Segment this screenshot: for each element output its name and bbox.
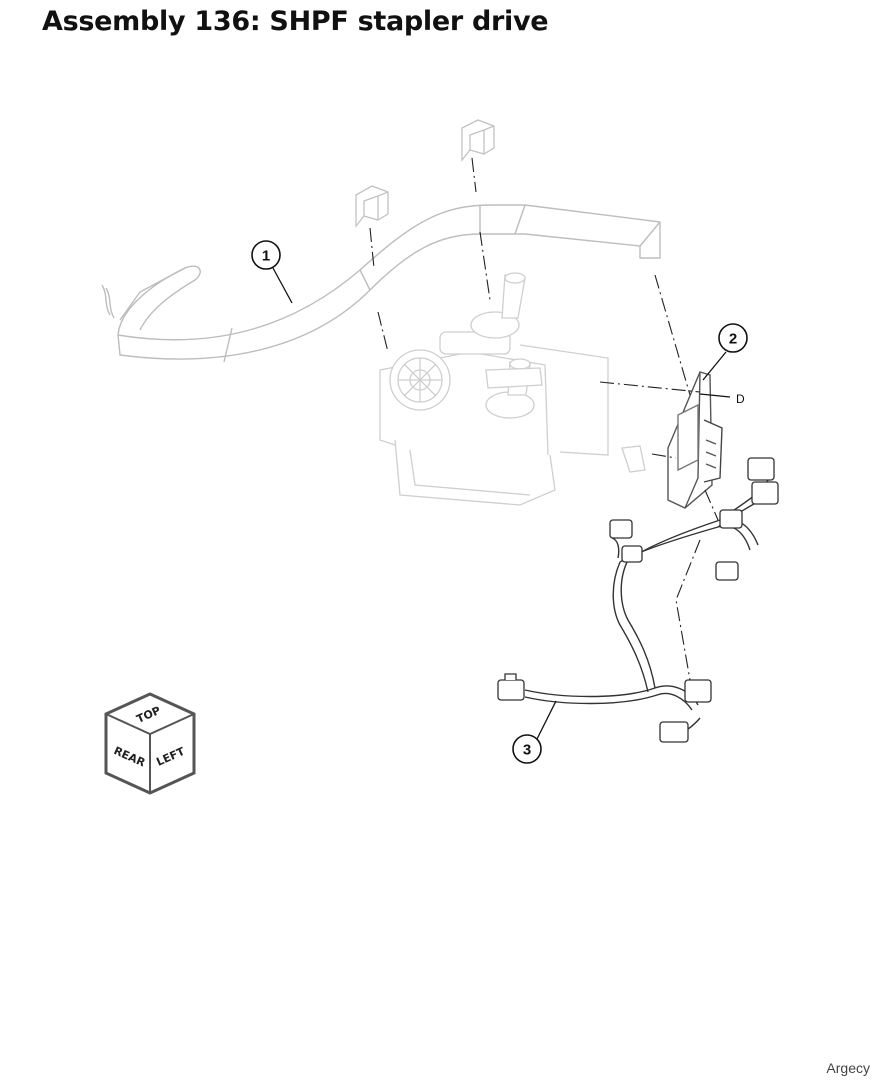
callout-3-number: 3 — [523, 742, 531, 759]
callout-leader-lines — [272, 267, 731, 740]
page-title: Assembly 136: SHPF stapler drive — [42, 6, 549, 37]
callout-3: 3 — [512, 734, 542, 764]
reference-label-d: D — [736, 392, 745, 406]
wire-harness-connectors — [497, 457, 779, 743]
cable-clip-2 — [355, 185, 389, 228]
callout-2: 2 — [718, 323, 748, 353]
callout-1: 1 — [251, 240, 281, 270]
sensor-board-part — [667, 371, 723, 509]
orientation-cube-icon: TOP REAR LEFT — [104, 692, 196, 795]
watermark: Argecy — [826, 1060, 870, 1076]
cable-clip-1 — [461, 119, 495, 162]
assembly-guide-lines — [369, 157, 719, 681]
callout-1-number: 1 — [262, 248, 270, 265]
stapler-drive-assembly — [379, 272, 646, 506]
callout-2-number: 2 — [729, 331, 737, 348]
ribbon-cable-part — [101, 204, 661, 363]
